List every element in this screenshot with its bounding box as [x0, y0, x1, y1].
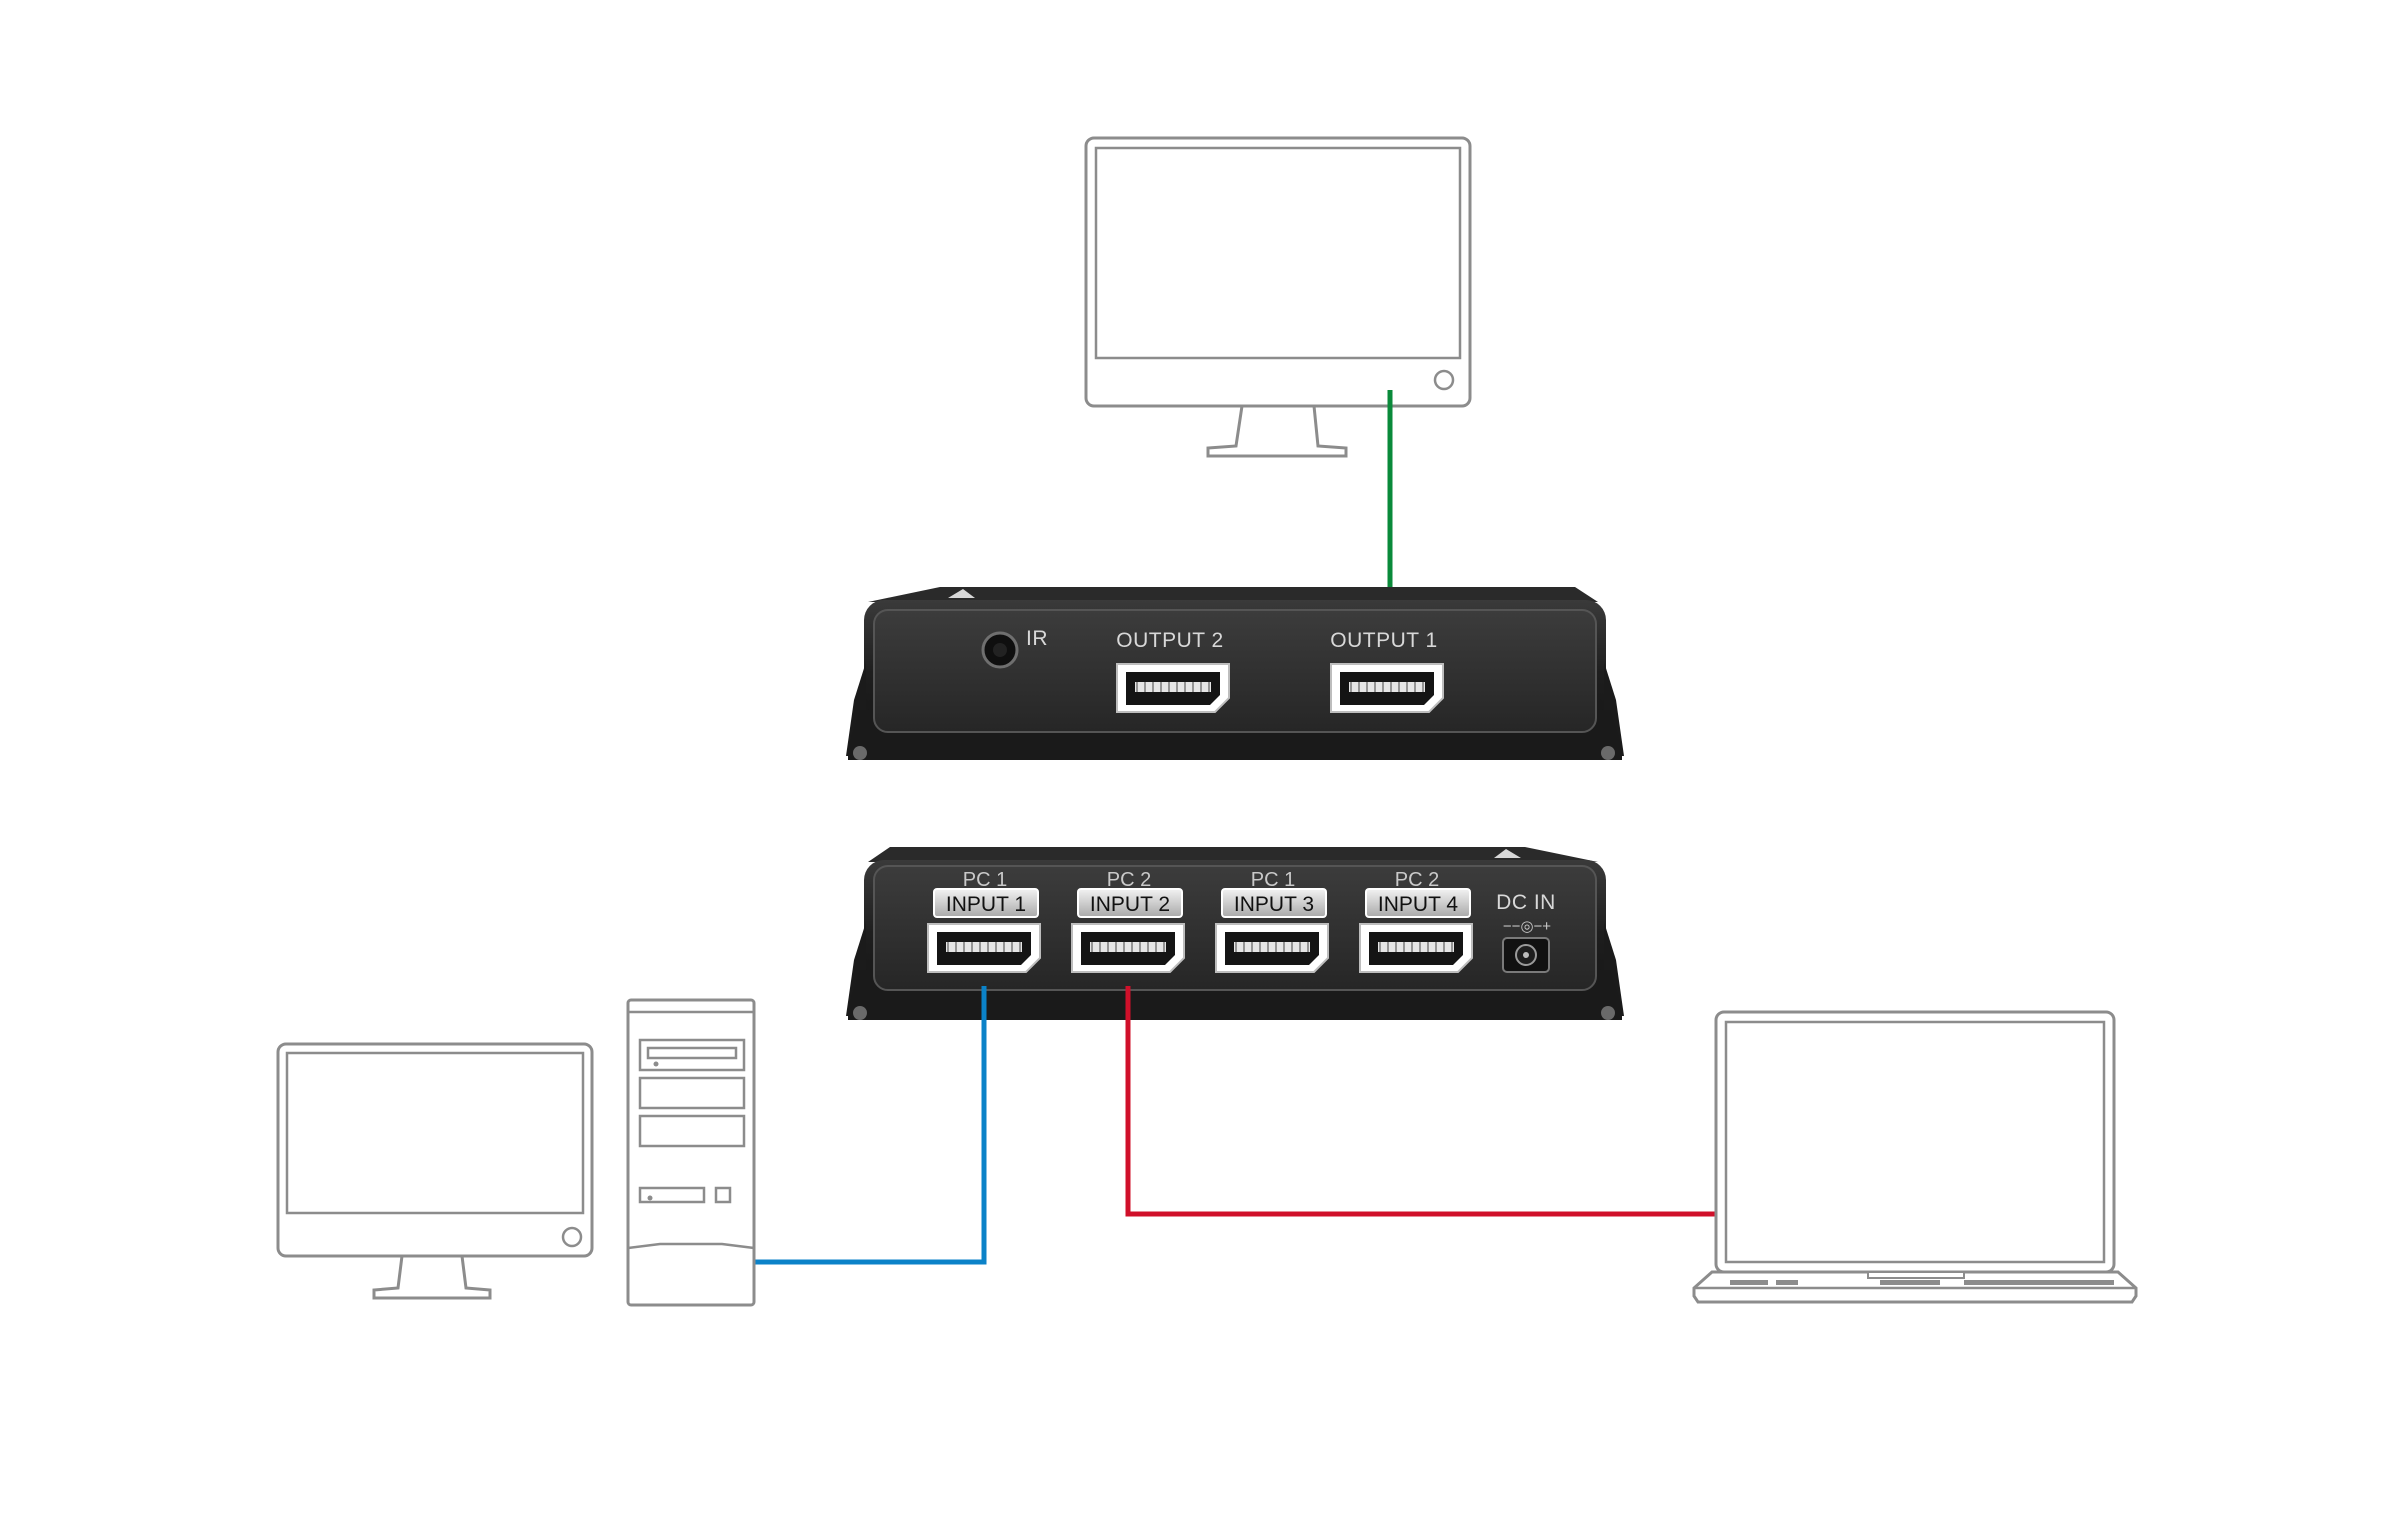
output-2-label: OUTPUT 2	[1116, 629, 1223, 652]
pc-tower	[626, 998, 756, 1307]
monitor-icon	[276, 1042, 594, 1300]
input-2-label: INPUT 2	[1090, 893, 1170, 916]
input-4-port[interactable]	[1359, 923, 1473, 973]
input-1-label: INPUT 1	[946, 893, 1026, 916]
input-1-tag	[933, 888, 1039, 918]
input-3-tag	[1221, 888, 1327, 918]
input-3-port[interactable]	[1215, 923, 1329, 973]
dc-in-jack[interactable]	[1502, 937, 1550, 973]
desktop-monitor	[276, 1042, 594, 1300]
input-2-port[interactable]	[1071, 923, 1185, 973]
input-3-label: INPUT 3	[1234, 893, 1314, 916]
ir-label: IR	[1026, 627, 1048, 650]
blue-cable	[735, 986, 987, 1265]
input-1-port[interactable]	[927, 923, 1041, 973]
output-1-port[interactable]	[1330, 663, 1444, 713]
input-4-label: INPUT 4	[1378, 893, 1458, 916]
output-2-port[interactable]	[1116, 663, 1230, 713]
red-cable	[1125, 986, 1764, 1217]
input-4-tag	[1365, 888, 1471, 918]
input-2-tag	[1077, 888, 1183, 918]
output-1-label: OUTPUT 1	[1330, 629, 1437, 652]
input-1-pc-label: PC 1	[963, 869, 1007, 891]
pc-tower-icon	[626, 998, 756, 1307]
laptop-icon	[1692, 1010, 2138, 1304]
input-3-pc-label: PC 1	[1251, 869, 1295, 891]
input-2-pc-label: PC 2	[1107, 869, 1151, 891]
dc-polarity-label: −−◎−+	[1503, 918, 1551, 935]
input-4-pc-label: PC 2	[1395, 869, 1439, 891]
switch-rear-panel: IR OUTPUT 2 OUTPUT 1	[846, 587, 1624, 760]
dc-in-label: DC IN	[1496, 891, 1556, 914]
rear-face-plate	[873, 609, 1597, 733]
laptop	[1692, 1010, 2138, 1304]
output-monitor	[1084, 136, 1472, 458]
monitor-icon	[1084, 136, 1472, 458]
switch-front-panel: PC 1 INPUT 1 PC 2 INPUT 2 PC 1 INPUT 3 P…	[846, 847, 1624, 1020]
ir-jack	[981, 631, 1019, 669]
